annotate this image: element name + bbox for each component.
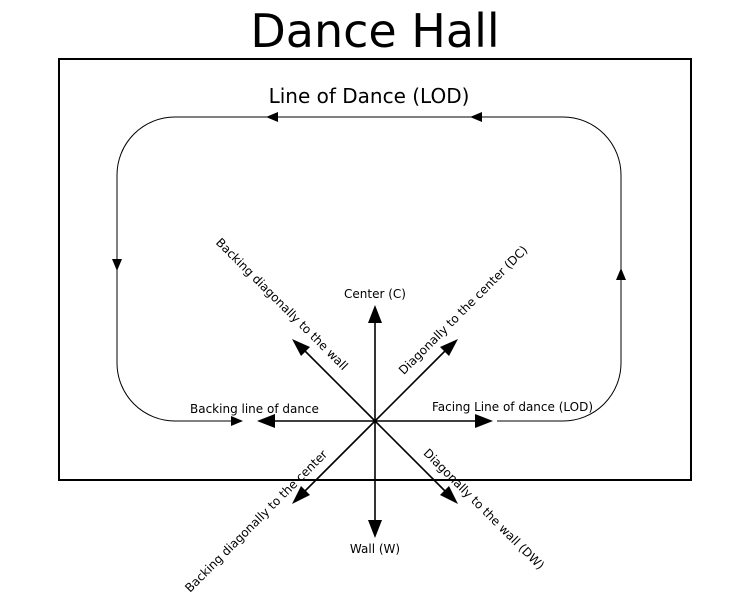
diagonal-wall-label: Diagonally to the wall (DW) [421,446,548,573]
facing-lod-label: Facing Line of dance (LOD) [432,400,593,414]
backing-diagonal-center-arrow-icon [292,486,310,504]
backing-diagonal-center-direction-line [301,420,376,495]
backing-diagonal-wall-direction-line [301,347,376,422]
track-arrow-icon [231,416,243,426]
track-arrow-icon [266,112,278,122]
track-arrow-icon [616,268,626,280]
backing-lod-label: Backing line of dance [190,402,319,416]
wall-label: Wall (W) [350,542,400,556]
backing-diagonal-center-label: Backing diagonally to the center [182,447,330,595]
center-label: Center (C) [344,287,406,301]
backing-diagonal-wall-label: Backing diagonally to the wall [213,235,351,373]
diagonal-wall-direction-line [374,420,449,495]
wall-arrow-icon [368,520,382,538]
line-of-dance-label: Line of Dance (LOD) [269,84,470,108]
center-arrow-icon [368,305,382,323]
diagonal-wall-arrow-icon [440,486,458,504]
line-of-dance-track [116,116,622,422]
track-arrow-icon [470,112,482,122]
facing-lod-arrow-icon [475,414,493,428]
diagonal-center-direction-line [374,347,449,422]
backing-lod-arrow-icon [257,414,275,428]
track-arrow-icon [112,259,122,271]
diagonal-center-arrow-icon [440,339,458,356]
diagram-title: Dance Hall [250,4,499,58]
direction-axes [257,305,493,538]
backing-diagonal-wall-arrow-icon [292,339,310,356]
diagonal-center-label: Diagonally to the center (DC) [396,243,530,377]
